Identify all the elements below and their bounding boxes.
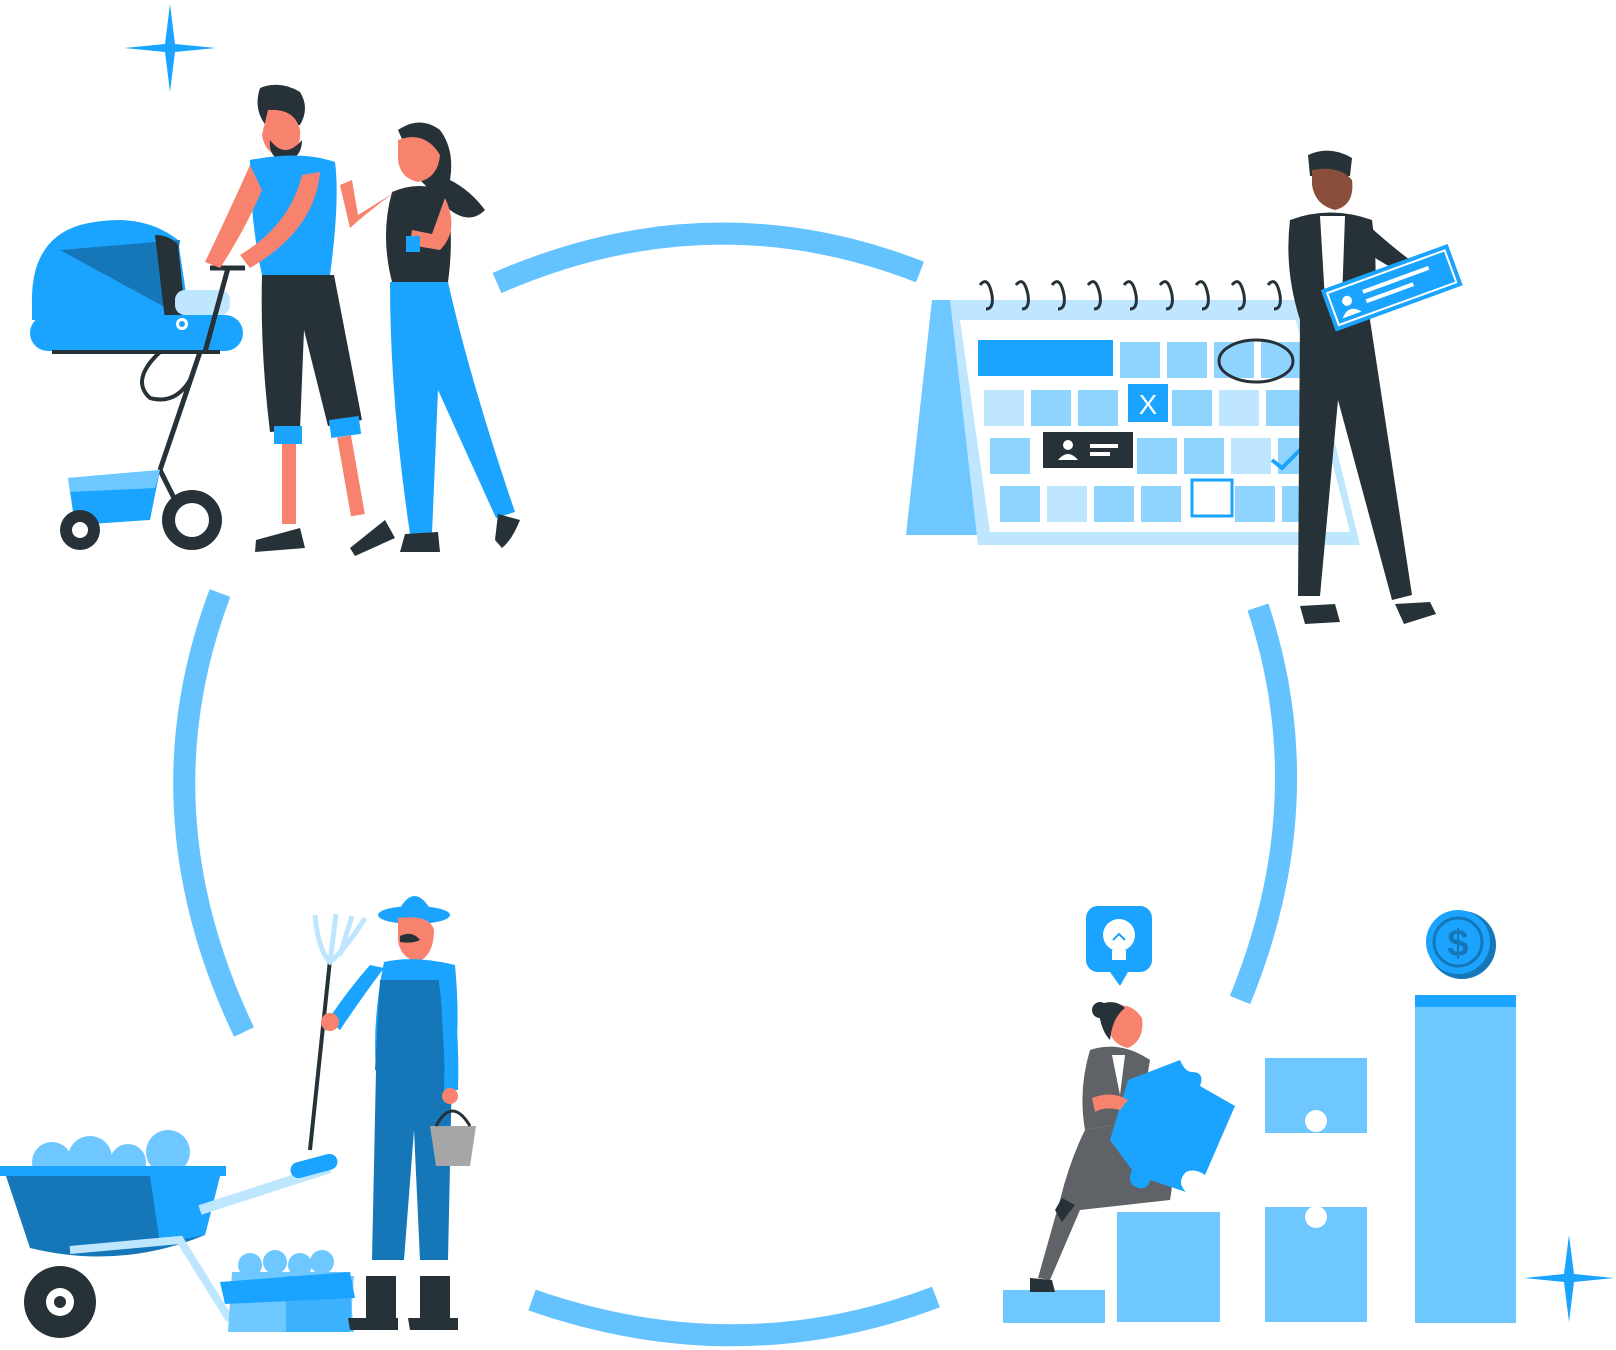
wheelbarrow-icon — [0, 1130, 338, 1338]
growth-puzzle-bars-icon: $ — [1003, 906, 1516, 1323]
sparkle-icon — [1524, 1235, 1614, 1322]
arc-top — [492, 222, 924, 294]
pitchfork-icon — [308, 913, 368, 1151]
stroller-icon — [30, 220, 245, 550]
woman-with-puzzle-figure — [1030, 1002, 1235, 1292]
cycle-arcs — [173, 222, 1298, 1347]
calendar-x-mark: X — [1139, 389, 1158, 420]
farmer-figure — [321, 896, 476, 1330]
man-figure — [205, 84, 395, 556]
sparkle-icon — [124, 4, 216, 92]
dollar-sign: $ — [1447, 923, 1468, 965]
arc-right — [1229, 603, 1298, 1005]
calendar-x-cell — [1128, 384, 1168, 422]
calendar-planner-icon: X — [906, 150, 1463, 624]
woman-figure — [340, 122, 520, 552]
farmer-harvest-icon — [0, 896, 476, 1338]
arc-left — [173, 589, 254, 1037]
dollar-coin-icon: $ — [1426, 910, 1496, 979]
lightbulb-icon — [1086, 906, 1152, 986]
family-with-stroller-icon — [30, 84, 520, 556]
arc-bottom — [528, 1286, 940, 1347]
businessman-figure — [1288, 150, 1463, 624]
crate-icon — [220, 1250, 355, 1332]
